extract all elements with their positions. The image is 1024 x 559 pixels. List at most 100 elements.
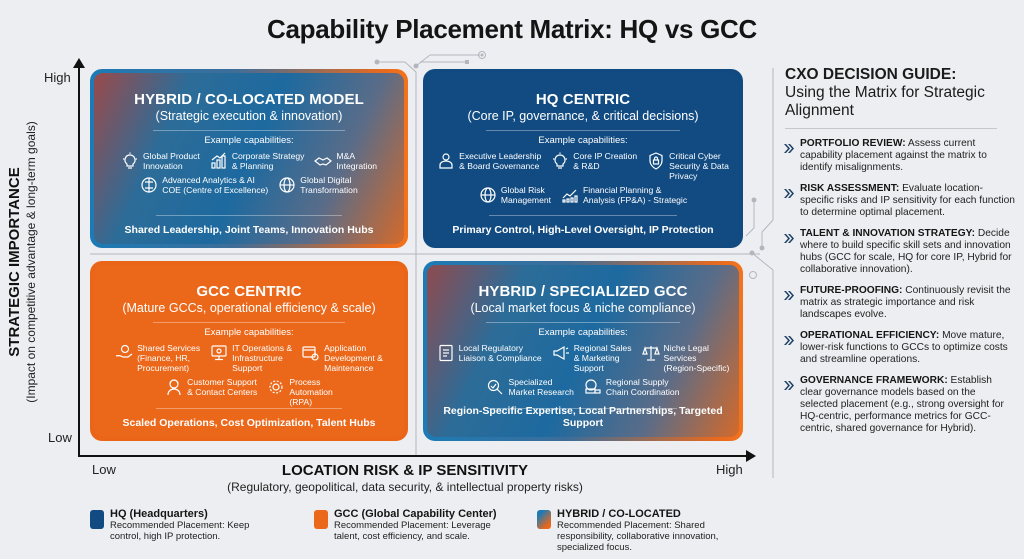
capability-item: IT Operations & Infrastructure Support bbox=[210, 343, 292, 373]
guide-item-body: Assess current capability placement agai… bbox=[800, 138, 987, 173]
divider bbox=[489, 215, 677, 216]
quadrant-hybrid-specialized: HYBRID / SPECIALIZED GCC (Local market f… bbox=[423, 261, 743, 441]
divider bbox=[152, 322, 346, 323]
double-chevron-icon bbox=[784, 287, 794, 321]
divider bbox=[486, 322, 680, 323]
quadrant-hybrid-colocated: HYBRID / CO-LOCATED MODEL (Strategic exe… bbox=[90, 69, 408, 248]
guide-item-body: Evaluate location-specific risks and IP … bbox=[800, 183, 1015, 218]
capability-item: Regional Supply Chain Coordination bbox=[584, 377, 680, 397]
capability-item: Core IP Creation & R&D bbox=[551, 151, 637, 181]
legend-title: GCC (Global Capability Center) bbox=[334, 508, 497, 520]
capability-label: Application Development & Maintenance bbox=[324, 343, 383, 373]
capability-item: Corporate Strategy & Planning bbox=[210, 151, 304, 171]
capability-item: Customer Support & Contact Centers bbox=[165, 377, 257, 407]
capability-item: Shared Services (Finance, HR, Procuremen… bbox=[115, 343, 200, 373]
quadrant-footer: Region-Specific Expertise, Local Partner… bbox=[443, 405, 723, 429]
double-chevron-icon bbox=[784, 230, 794, 276]
capability-item: Critical Cyber Security & Data Privacy bbox=[647, 151, 729, 181]
guide-item-body: Move mature, lower-risk functions to GCC… bbox=[800, 330, 1008, 365]
quadrant-title: HYBRID / SPECIALIZED GCC bbox=[478, 283, 688, 300]
bar-chart-icon bbox=[210, 152, 228, 170]
x-axis-line bbox=[78, 455, 748, 457]
gear-icon bbox=[267, 378, 285, 396]
capability-item: Niche Legal Services (Region-Specific) bbox=[641, 343, 729, 373]
guide-title-rest: Using the Matrix for Strategic Alignment bbox=[785, 84, 985, 119]
guide-item: TALENT & INNOVATION STRATEGY: Decide whe… bbox=[784, 228, 1016, 276]
divider bbox=[489, 408, 677, 409]
megaphone-icon bbox=[552, 344, 570, 362]
quadrant-title: HYBRID / CO-LOCATED MODEL bbox=[134, 91, 364, 108]
brain-icon bbox=[140, 176, 158, 194]
legend-item-hq: HQ (Headquarters) Recommended Placement:… bbox=[90, 508, 290, 542]
legend-item-hybrid: HYBRID / CO-LOCATED Recommended Placemen… bbox=[537, 508, 757, 553]
handshake-icon bbox=[314, 152, 333, 170]
capability-label: Executive Leadership & Board Governance bbox=[459, 151, 542, 171]
legend-desc: Recommended Placement: Leverage talent, … bbox=[334, 520, 491, 542]
legend-swatch-hybrid bbox=[537, 510, 551, 529]
quadrant-footer: Scaled Operations, Cost Optimization, Ta… bbox=[122, 417, 376, 429]
guide-title: CXO DECISION GUIDE: Using the Matrix for… bbox=[785, 66, 1015, 120]
capability-label: Shared Services (Finance, HR, Procuremen… bbox=[137, 343, 201, 373]
divider bbox=[486, 130, 680, 131]
y-axis-arrow-icon bbox=[73, 58, 85, 68]
executive-icon bbox=[437, 152, 455, 170]
capability-label: M&A Integration bbox=[336, 151, 378, 171]
capability-label: Critical Cyber Security & Data Privacy bbox=[669, 151, 729, 181]
growth-chart-icon bbox=[561, 186, 579, 204]
y-axis-line bbox=[78, 66, 80, 456]
lightbulb-icon bbox=[121, 152, 139, 170]
capability-label: Financial Planning & Analysis (FP&A) - S… bbox=[583, 185, 688, 205]
example-label: Example capabilities: bbox=[204, 327, 294, 338]
y-axis-subtitle: (Impact on competitive advantage & long-… bbox=[24, 121, 38, 403]
capability-label: Regional Supply Chain Coordination bbox=[605, 377, 680, 397]
capability-label: IT Operations & Infrastructure Support bbox=[232, 343, 293, 373]
capability-item: Regional Sales & Marketing Support bbox=[552, 343, 632, 373]
page-title: Capability Placement Matrix: HQ vs GCC bbox=[267, 14, 757, 44]
globe-icon bbox=[479, 186, 497, 204]
capability-item: Global Product Innovation bbox=[121, 151, 200, 171]
headset-icon bbox=[165, 378, 183, 396]
guide-item: GOVERNANCE FRAMEWORK: Establish clear go… bbox=[784, 375, 1016, 435]
capability-label: Global Digital Transformation bbox=[300, 175, 358, 195]
globe-icon bbox=[278, 176, 296, 194]
divider bbox=[785, 128, 997, 129]
quadrant-subtitle: (Mature GCCs, operational efficiency & s… bbox=[122, 301, 376, 315]
example-label: Example capabilities: bbox=[538, 135, 628, 146]
y-axis-high-label: High bbox=[44, 70, 71, 85]
lightbulb-icon bbox=[551, 152, 569, 170]
guide-item: RISK ASSESSMENT: Evaluate location-speci… bbox=[784, 183, 1016, 219]
supply-chain-icon bbox=[584, 378, 602, 396]
quadrant-hq-centric: HQ CENTRIC (Core IP, governance, & criti… bbox=[423, 69, 743, 248]
capability-item: Local Regulatory Liaison & Compliance bbox=[437, 343, 542, 373]
guide-item-head: RISK ASSESSMENT: bbox=[800, 183, 900, 194]
double-chevron-icon bbox=[784, 185, 794, 219]
guide-item: PORTFOLIO REVIEW: Assess current capabil… bbox=[784, 138, 1016, 174]
example-label: Example capabilities: bbox=[538, 327, 628, 338]
guide-item: OPERATIONAL EFFICIENCY: Move mature, low… bbox=[784, 330, 1016, 366]
quadrant-gcc-centric: GCC CENTRIC (Mature GCCs, operational ef… bbox=[90, 261, 408, 441]
capability-item: Global Risk Management bbox=[479, 185, 551, 205]
divider bbox=[152, 130, 346, 131]
capability-item: Specialized Market Research bbox=[486, 377, 574, 397]
quadrant-subtitle: (Core IP, governance, & critical decisio… bbox=[467, 109, 699, 123]
capability-label: Advanced Analytics & AI COE (Centre of E… bbox=[162, 175, 269, 195]
x-axis-subtitle: (Regulatory, geopolitical, data security… bbox=[227, 480, 583, 494]
x-axis-high-label: High bbox=[716, 462, 743, 477]
capability-item: Application Development & Maintenance bbox=[302, 343, 383, 373]
legend-swatch-gcc bbox=[314, 510, 328, 529]
scales-icon bbox=[641, 344, 660, 362]
app-gear-icon bbox=[302, 344, 320, 362]
guide-item-head: GOVERNANCE FRAMEWORK: bbox=[800, 375, 948, 386]
capability-item: M&A Integration bbox=[314, 151, 377, 171]
y-axis-title: STRATEGIC IMPORTANCE bbox=[6, 167, 23, 357]
capability-label: Regional Sales & Marketing Support bbox=[573, 343, 632, 373]
quadrant-footer: Shared Leadership, Joint Teams, Innovati… bbox=[124, 224, 374, 236]
legend-item-gcc: GCC (Global Capability Center) Recommend… bbox=[314, 508, 514, 542]
legend-title: HYBRID / CO-LOCATED bbox=[557, 508, 681, 520]
guide-item-head: PORTFOLIO REVIEW: bbox=[800, 138, 906, 149]
capability-label: Specialized Market Research bbox=[508, 377, 574, 397]
shield-lock-icon bbox=[647, 152, 665, 170]
document-icon bbox=[437, 344, 455, 362]
guide-item-body: Establish clear governance models based … bbox=[800, 375, 1004, 434]
legend-desc: Recommended Placement: Shared responsibi… bbox=[557, 520, 719, 553]
